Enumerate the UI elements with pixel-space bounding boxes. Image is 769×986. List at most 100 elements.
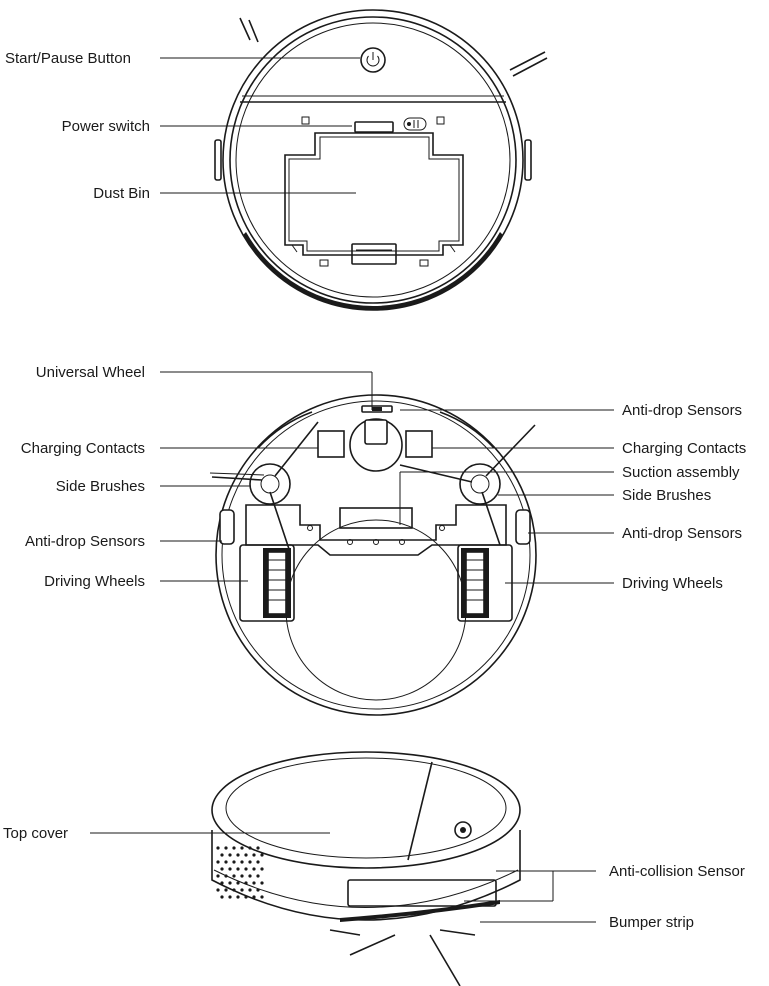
speaker-dot [248,888,252,892]
speaker-dot [228,895,232,899]
side-brush-left[interactable] [209,421,319,553]
speaker-dot [260,895,264,899]
power-icon [366,52,380,67]
clip [319,259,329,267]
anti-drop-sensor-left [219,509,235,545]
speaker-dot [220,881,224,885]
speaker-dot [216,874,220,878]
speaker-dot [220,895,224,899]
speaker-dot [224,888,228,892]
speaker-dot [236,853,240,857]
top-body-inner [235,22,511,298]
speaker-dot [260,867,264,871]
speaker-dot [232,874,236,878]
front-arc-left [257,411,313,449]
anti-drop-sensor-right [515,509,531,545]
anti-collision-sensor-window [347,879,497,907]
speaker-dot [216,888,220,892]
top-brush-bristle [512,57,548,77]
label-charging-contacts-left: Charging Contacts [21,440,145,457]
label-power-switch: Power switch [62,118,150,135]
label-anti-drop-sensors-right: Anti-drop Sensors [622,525,742,542]
speaker-dot [252,881,256,885]
speaker-dot [256,874,260,878]
clip [419,259,429,267]
speaker-dot [224,846,228,850]
label-driving-wheels-right: Driving Wheels [622,575,723,592]
label-anti-drop-sensors-left: Anti-drop Sensors [25,533,145,550]
speaker-dot [220,853,224,857]
top-side-tab-right [524,139,532,181]
label-suction-assembly: Suction assembly [622,464,740,481]
speaker-dot [236,895,240,899]
universal-wheel[interactable] [349,405,403,472]
speaker-dot [240,860,244,864]
speaker-dot [224,860,228,864]
speaker-dot [228,853,232,857]
side-top-cover [225,757,507,859]
speaker-dot [256,846,260,850]
label-bumper-strip: Bumper strip [609,914,694,931]
side-brush-right[interactable] [399,424,536,546]
driving-wheel-right[interactable] [457,544,513,622]
speaker-dot [240,888,244,892]
top-side-tab-left [214,139,222,181]
side-bristle [439,929,476,936]
bottom-inner-ring [285,519,467,701]
speaker-dot [236,881,240,885]
label-side-brushes-left: Side Brushes [56,478,145,495]
speaker-dot [216,860,220,864]
speaker-dot [244,895,248,899]
start-pause-button[interactable] [360,47,386,73]
speaker-dot [216,846,220,850]
speaker-dot [256,860,260,864]
speaker-dot [252,867,256,871]
bumper-strip [340,900,500,922]
top-body-rim [229,16,517,304]
label-charging-contacts-right: Charging Contacts [622,440,746,457]
driving-wheel-left[interactable] [239,544,295,622]
label-anti-drop-sensors-top-right: Anti-drop Sensors [622,402,742,419]
bottom-body-outer [215,394,537,716]
speaker-dot [260,881,264,885]
label-side-brushes-right: Side Brushes [622,487,711,504]
top-brush-bristle [248,19,259,43]
speaker-grid [216,846,264,899]
speaker-dot [228,867,232,871]
side-top-split [407,761,433,861]
dust-bin[interactable] [284,132,464,265]
side-bristle [349,934,396,956]
top-brush-bristle [239,17,251,41]
power-switch[interactable] [354,117,427,133]
side-top-outer [211,751,521,869]
speaker-dot [244,881,248,885]
bottom-body-rim [221,400,531,710]
charging-contact-left [317,430,345,458]
bottom-view [209,394,537,716]
side-view [211,751,521,986]
speaker-dot [228,881,232,885]
top-brush-bristle [509,51,546,71]
label-top-cover: Top cover [3,825,68,842]
speaker-dot [244,867,248,871]
front-arc-right [439,411,495,449]
leader-lines [90,57,614,923]
side-bristle [329,929,361,936]
side-body-line [213,869,519,908]
speaker-dot [240,846,244,850]
side-power-button[interactable] [454,821,472,839]
speaker-dot [220,867,224,871]
speaker-dot [252,895,256,899]
speaker-dot [248,874,252,878]
label-dust-bin: Dust Bin [93,185,150,202]
speaker-dot [252,853,256,857]
side-bristle [429,934,461,986]
clip [301,116,310,125]
label-driving-wheels-left: Driving Wheels [44,573,145,590]
label-start-pause-button: Start/Pause Button [5,50,131,67]
speaker-dot [260,853,264,857]
speaker-dot [232,860,236,864]
suction-assembly[interactable] [245,504,507,556]
speaker-dot [232,846,236,850]
